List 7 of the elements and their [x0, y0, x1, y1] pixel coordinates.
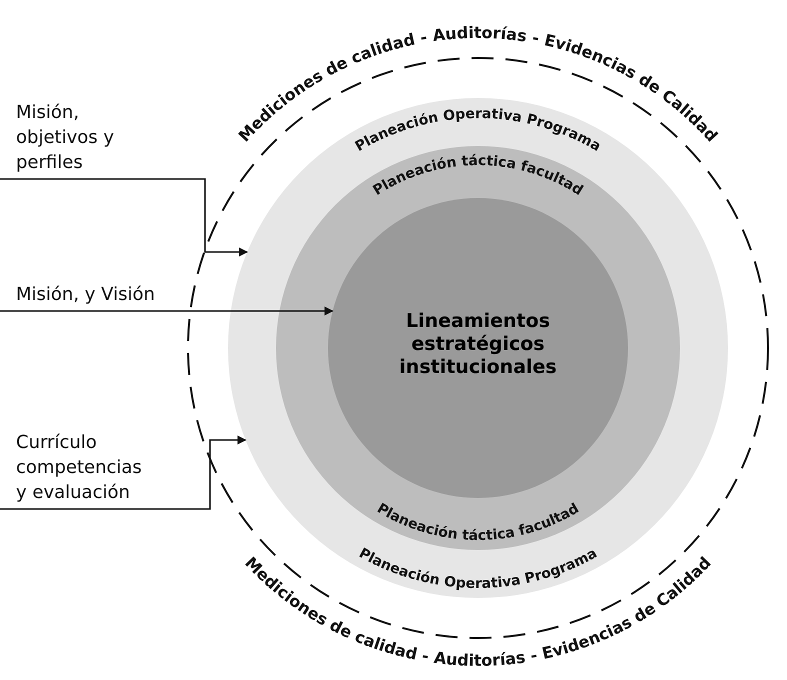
- arrow: [0, 178, 248, 256]
- side-label: Misión, y Visión: [0, 282, 156, 311]
- side-label: Currículo competencias y evaluación: [0, 430, 156, 509]
- arrow: [0, 436, 246, 510]
- side-label: Misión, objetivos y perfiles: [0, 100, 156, 179]
- center-label: Lineamientos estratégicos institucionales: [368, 310, 588, 379]
- arrow: [0, 306, 334, 316]
